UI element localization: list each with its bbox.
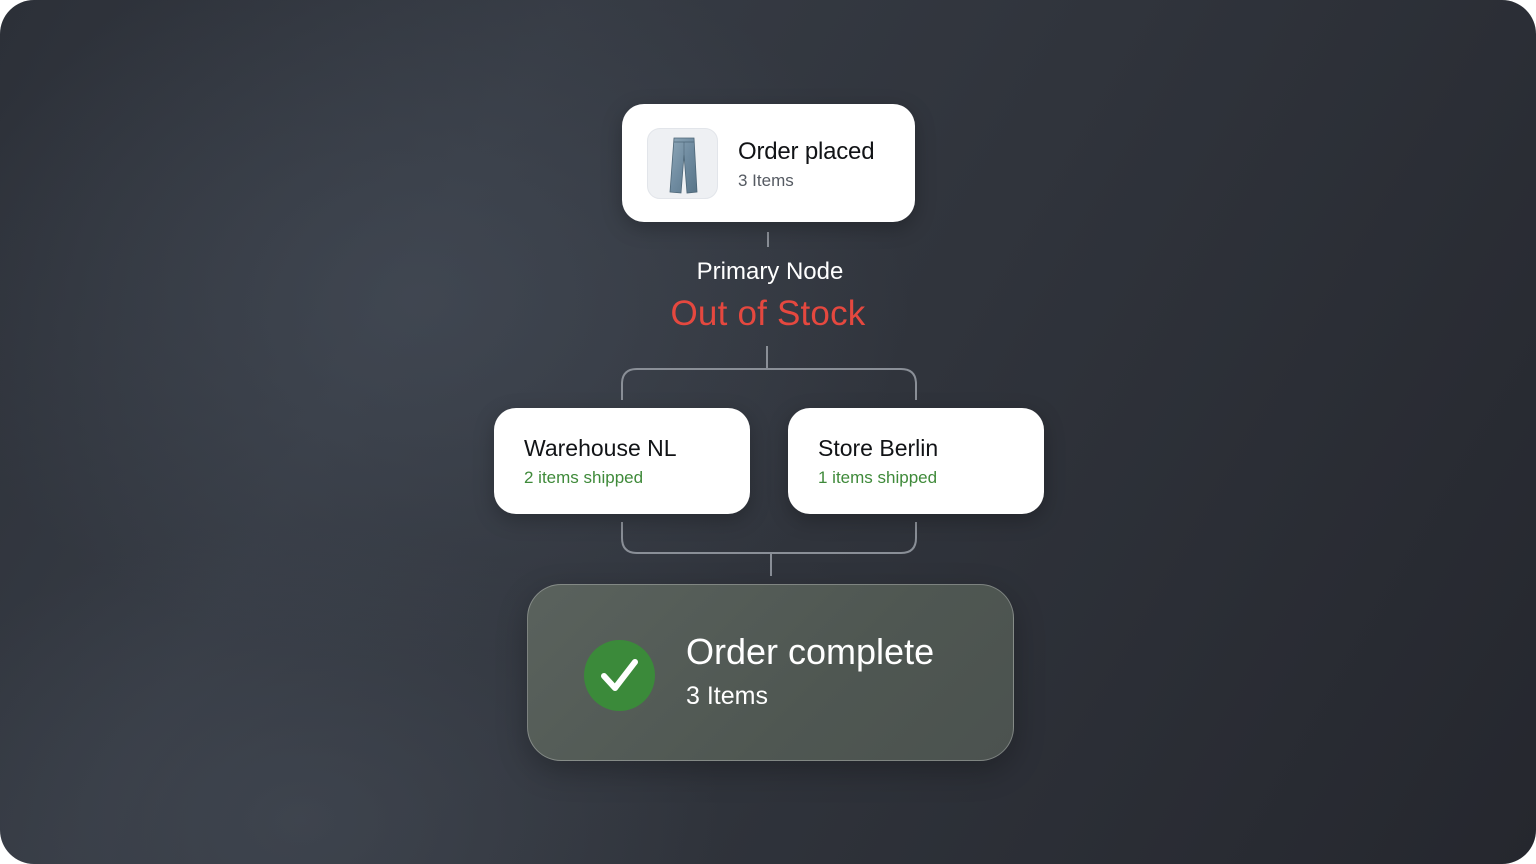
warehouse-nl-status: 2 items shipped xyxy=(524,468,644,487)
product-thumbnail xyxy=(647,128,718,199)
store-berlin-title: Store Berlin xyxy=(818,435,939,461)
connector-merge-bracket xyxy=(621,522,917,554)
order-placed-card[interactable]: Order placed 3 Items xyxy=(622,104,915,222)
out-of-stock-status: Out of Stock xyxy=(670,294,866,333)
connector-split-bracket xyxy=(621,368,917,400)
store-berlin-status: 1 items shipped xyxy=(818,468,938,487)
primary-node-label: Primary Node xyxy=(696,258,844,285)
warehouse-nl-title: Warehouse NL xyxy=(524,435,677,461)
success-badge xyxy=(584,640,655,711)
order-placed-items: 3 Items xyxy=(738,171,794,190)
jeans-icon xyxy=(669,137,698,194)
warehouse-nl-card[interactable]: Warehouse NL 2 items shipped xyxy=(494,408,750,514)
check-icon xyxy=(601,659,638,691)
order-complete-title: Order complete xyxy=(686,631,935,672)
store-berlin-card[interactable]: Store Berlin 1 items shipped xyxy=(788,408,1044,514)
order-complete-card[interactable]: Order complete 3 Items xyxy=(527,584,1014,761)
order-complete-items: 3 Items xyxy=(686,682,768,710)
order-placed-title: Order placed xyxy=(738,138,875,165)
